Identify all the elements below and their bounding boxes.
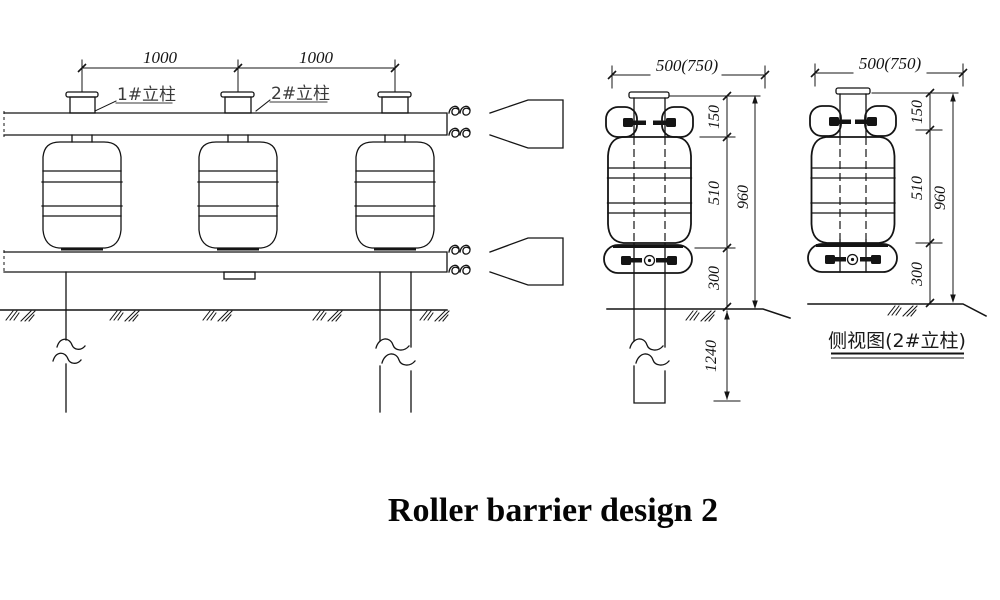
sv1-chain-dimension: 150 510 300 — [669, 91, 761, 312]
ground-line-sv2 — [807, 303, 988, 318]
dim-1000-left: 1000 — [143, 48, 178, 67]
post-1-below-rail — [52, 271, 86, 413]
post-cap-2 — [220, 91, 255, 114]
drawing-title: Roller barrier design 2 — [388, 492, 718, 529]
sv2-width-dimension: 500(750) — [810, 54, 968, 87]
front-elevation-view: 1000 1000 1#立柱 2#立柱 — [0, 48, 564, 413]
sv1-total-dimension: 960 — [735, 95, 758, 309]
post1-label: 1#立柱 — [117, 85, 176, 105]
sv1-top-rail-section — [605, 106, 694, 138]
bolt-icon — [825, 253, 881, 266]
post-cap-3 — [377, 91, 412, 114]
sv2-caption: 侧视图(2#立柱) — [828, 330, 966, 359]
front-spacing-dimension: 1000 1000 — [77, 48, 400, 92]
sv2-total-dimension: 960 — [932, 93, 956, 303]
post2-callout: 2#立柱 — [255, 84, 330, 112]
side-view-1: 500(750) 150 510 300 960 1240 — [603, 56, 791, 404]
roller-3 — [353, 133, 437, 251]
roller-1 — [40, 133, 124, 251]
sv1-width-dimension: 500(750) — [607, 56, 770, 89]
top-rail-fishtail-terminal — [489, 99, 564, 149]
sv1-dim-300: 300 — [706, 266, 723, 291]
sv2-roller — [810, 136, 896, 244]
sv2-dim-510: 510 — [909, 176, 926, 200]
sv1-dim-1240: 1240 — [703, 340, 720, 372]
sv1-roller — [606, 136, 693, 244]
sv1-post — [628, 91, 670, 404]
sv1-embedment-dimension: 1240 — [703, 310, 741, 402]
sv2-chain-dimension: 150 510 300 — [871, 88, 959, 308]
sv1-dim-960: 960 — [735, 185, 752, 209]
top-rail — [3, 99, 564, 149]
bottom-rail — [3, 237, 564, 286]
sv1-bottom-rail-section — [603, 244, 693, 274]
post-2-stub — [223, 271, 256, 280]
sv1-dim-150: 150 — [706, 105, 723, 129]
sv2-top-rail-section — [809, 105, 897, 137]
sv2-dim-300: 300 — [909, 262, 926, 287]
sv2-bottom-rail-section — [807, 243, 898, 273]
side-view-caption: 侧视图(2#立柱) — [828, 330, 966, 352]
sv2-dim-150: 150 — [909, 100, 926, 124]
ground-line-front — [0, 309, 450, 322]
post1-callout: 1#立柱 — [94, 85, 176, 112]
dim-1000-right: 1000 — [299, 48, 334, 67]
sv2-dim-width: 500(750) — [859, 54, 922, 73]
post-cap-1 — [65, 91, 99, 114]
sv2-dim-960: 960 — [932, 186, 949, 210]
side-view-2: 500(750) 150 510 300 960 侧视图(2#立柱) — [807, 54, 988, 359]
post-3-below-rail — [375, 271, 416, 413]
post2-label: 2#立柱 — [271, 84, 330, 104]
bottom-rail-fishtail-terminal — [489, 237, 564, 286]
bolt-icon — [829, 117, 877, 126]
sv1-dim-width: 500(750) — [656, 56, 719, 75]
bolt-icon — [623, 118, 676, 127]
sv1-dim-510: 510 — [706, 181, 723, 205]
bolt-icon — [621, 254, 677, 267]
roller-2 — [196, 133, 280, 251]
ground-line-sv1 — [606, 308, 791, 322]
